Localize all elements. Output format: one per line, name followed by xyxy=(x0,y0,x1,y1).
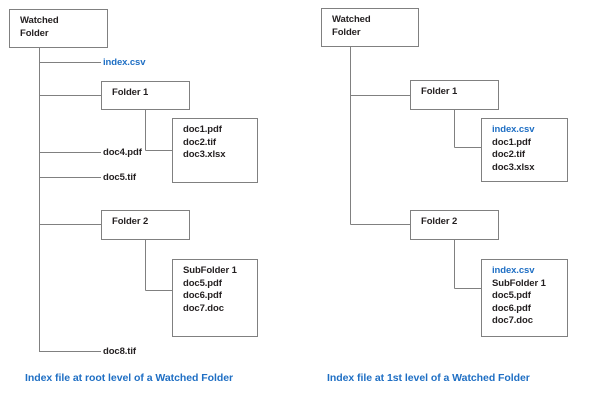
left-folder1-files-box: doc1.pdf doc2.tif doc3.xlsx xyxy=(172,118,258,183)
left-folder2-label: Folder 2 xyxy=(112,216,149,227)
right-folder1-label: Folder 1 xyxy=(421,86,458,97)
left-folder1-box: Folder 1 xyxy=(101,81,190,110)
file-item: doc7.doc xyxy=(183,302,224,314)
left-watched-folder-box: Watched Folder xyxy=(9,9,108,48)
right-folder2-label: Folder 2 xyxy=(421,216,458,227)
right-folder2-files-box: index.csv SubFolder 1 doc5.pdf doc6.pdf … xyxy=(481,259,568,337)
left-folder1-label: Folder 1 xyxy=(112,87,149,98)
file-item: SubFolder 1 xyxy=(492,277,546,289)
left-doc8-label: doc8.tif xyxy=(103,346,136,357)
right-watched-folder-box: Watched Folder xyxy=(321,8,419,47)
left-doc5-label: doc5.tif xyxy=(103,172,136,183)
file-item: doc1.pdf xyxy=(183,124,222,135)
left-index-csv-label: index.csv xyxy=(103,57,146,68)
file-item: doc6.pdf xyxy=(183,290,222,301)
file-item: doc5.pdf xyxy=(492,290,531,301)
left-caption: Index file at root level of a Watched Fo… xyxy=(25,372,234,384)
file-item: doc5.pdf xyxy=(183,277,222,289)
right-folder1-files-box: index.csv doc1.pdf doc2.tif doc3.xlsx xyxy=(481,118,568,182)
right-folder1-box: Folder 1 xyxy=(410,80,499,110)
left-watched-folder-line2: Folder xyxy=(20,27,49,39)
file-item: doc3.xlsx xyxy=(183,149,226,160)
index-file-item: index.csv xyxy=(492,265,535,276)
file-item: doc7.doc xyxy=(492,315,533,326)
left-watched-folder-line1: Watched xyxy=(20,15,59,26)
left-folder2-box: Folder 2 xyxy=(101,210,190,240)
file-item: doc1.pdf xyxy=(492,136,531,148)
left-folder2-files-box: SubFolder 1 doc5.pdf doc6.pdf doc7.doc xyxy=(172,259,258,337)
right-caption: Index file at 1st level of a Watched Fol… xyxy=(327,372,530,384)
file-item: doc6.pdf xyxy=(492,302,531,314)
file-item: doc2.tif xyxy=(492,149,525,160)
right-folder2-box: Folder 2 xyxy=(410,210,499,240)
file-item: SubFolder 1 xyxy=(183,265,237,276)
file-item: doc3.xlsx xyxy=(492,161,535,173)
right-watched-folder-line2: Folder xyxy=(332,26,361,38)
left-doc4-label: doc4.pdf xyxy=(103,147,142,158)
index-file-item: index.csv xyxy=(492,124,535,135)
file-item: doc2.tif xyxy=(183,136,216,148)
right-watched-folder-line1: Watched xyxy=(332,14,371,25)
